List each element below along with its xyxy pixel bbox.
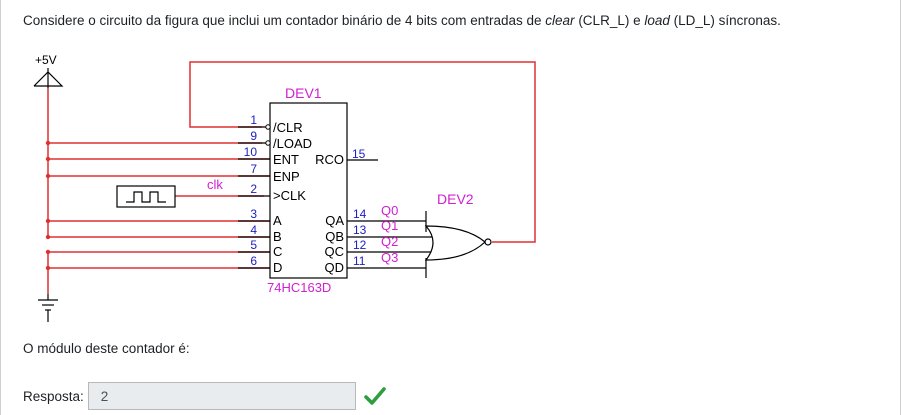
pin-name: D [273,260,282,275]
left-pin-stubs [238,126,270,269]
dev2-label: DEV2 [437,191,474,207]
nand-gate [424,225,492,261]
right-pin-stubs [347,159,432,278]
ground-symbol [38,294,58,322]
pin-number: 4 [250,223,257,237]
supply-label: +5V [35,53,57,67]
check-icon [363,387,386,405]
pin-number: 6 [250,254,257,268]
pin-name: ENT [273,152,299,167]
pin-number: 1 [250,113,257,127]
pin-name: QC [325,244,345,259]
pin-name: A [273,213,282,228]
answer-label: Resposta: [23,388,84,404]
pin-number: 2 [250,182,257,196]
output-label: Q2 [381,234,398,249]
answer-row: Resposta: 2 [23,382,386,410]
wires [47,61,536,294]
clock-source [116,185,176,208]
answer-input[interactable]: 2 [87,382,356,410]
pin-name: C [273,244,282,259]
pin-name: RCO [315,152,344,167]
pin-number: 12 [353,238,367,252]
junctions [45,140,51,271]
counter-chip [269,102,348,279]
pin-number: 3 [250,207,257,221]
output-labels: Q0 Q1 Q2 Q3 [381,203,398,265]
pin-name: /LOAD [273,136,312,151]
pin-number: 10 [244,145,258,159]
pin-name: QA [325,213,344,228]
pin-name: ENP [273,169,300,184]
prompt-text: O módulo deste contador é: [23,341,190,356]
chip-part-label: 74HC163D [267,280,331,295]
pin-number: 13 [353,223,367,237]
right-pin-names: RCO QA QB QC QD [315,152,344,275]
output-label: Q1 [381,218,398,233]
question-text: Considere o circuito da figura que inclu… [23,13,781,28]
pin-name: B [273,229,282,244]
right-pin-numbers: 15 14 13 12 11 [352,147,367,268]
pin-number: 9 [250,129,257,143]
pin-name: QB [325,229,344,244]
supply-symbol [33,68,64,88]
pin-name: /CLR [273,120,303,135]
left-pin-names: /CLR /LOAD ENT ENP >CLK A B C D [273,120,312,275]
pin-number: 14 [353,207,367,221]
circuit-diagram: +5V clk DEV1 74HC163D 1 9 10 7 2 3 4 [33,53,536,322]
dev1-label: DEV1 [285,85,322,101]
clk-label: clk [207,177,223,192]
pin-name: QD [325,260,345,275]
output-label: Q0 [381,203,398,218]
pin-number: 7 [250,162,257,176]
pin-number: 11 [353,254,366,268]
output-label: Q3 [381,250,398,265]
left-pin-numbers: 1 9 10 7 2 3 4 5 6 [244,113,258,268]
pin-name: >CLK [273,188,306,203]
pin-number: 5 [250,238,257,252]
pin-number: 15 [352,147,366,161]
